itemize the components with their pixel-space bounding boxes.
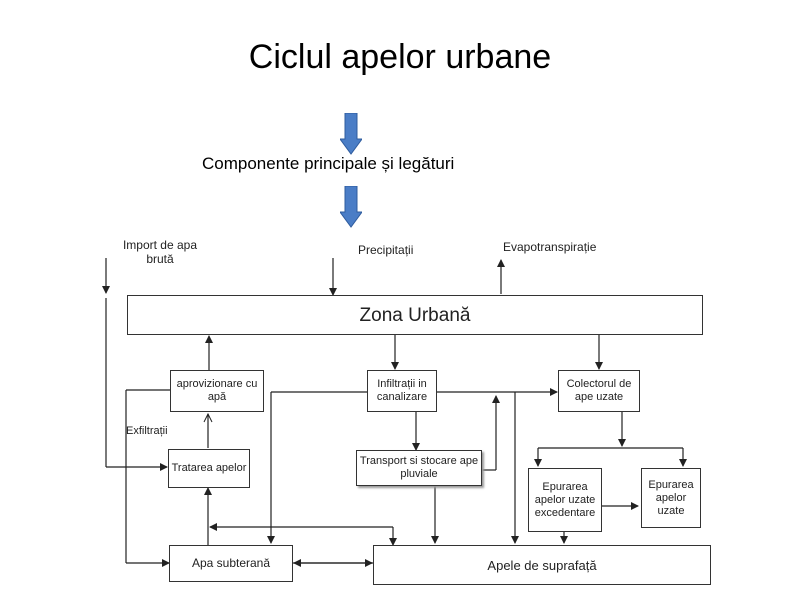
import-label: Import de apa brută [122,238,198,266]
urban-zone-box: Zona Urbană [127,295,703,335]
precipitation-label: Precipitații [358,243,414,257]
page-title: Ciclul apelor urbane [248,38,552,76]
water-supply-box: aprovizionare cu apă [170,370,264,412]
groundwater-box: Apa subterană [169,545,293,582]
water-treatment-box: Tratarea apelor [168,449,250,488]
wastewater-collector-box: Colectorul de ape uzate [558,370,640,412]
wastewater-treatment-box: Epurarea apelor uzate [641,468,701,528]
diagram-subtitle: Componente principale și legături [202,154,455,173]
evapotranspiration-label: Evapotranspirație [503,240,597,254]
surface-water-box: Apele de suprafață [373,545,711,585]
excess-wastewater-treatment-box: Epurarea apelor uzate excedentare [528,468,602,532]
down-arrow-icon [340,186,362,228]
sewer-infiltration-box: Infiltrații in canalizare [367,370,437,412]
down-arrow-icon [340,113,362,155]
exfiltration-label: Exfiltrații [126,425,168,437]
stormwater-storage-box: Transport si stocare ape pluviale [356,450,482,486]
